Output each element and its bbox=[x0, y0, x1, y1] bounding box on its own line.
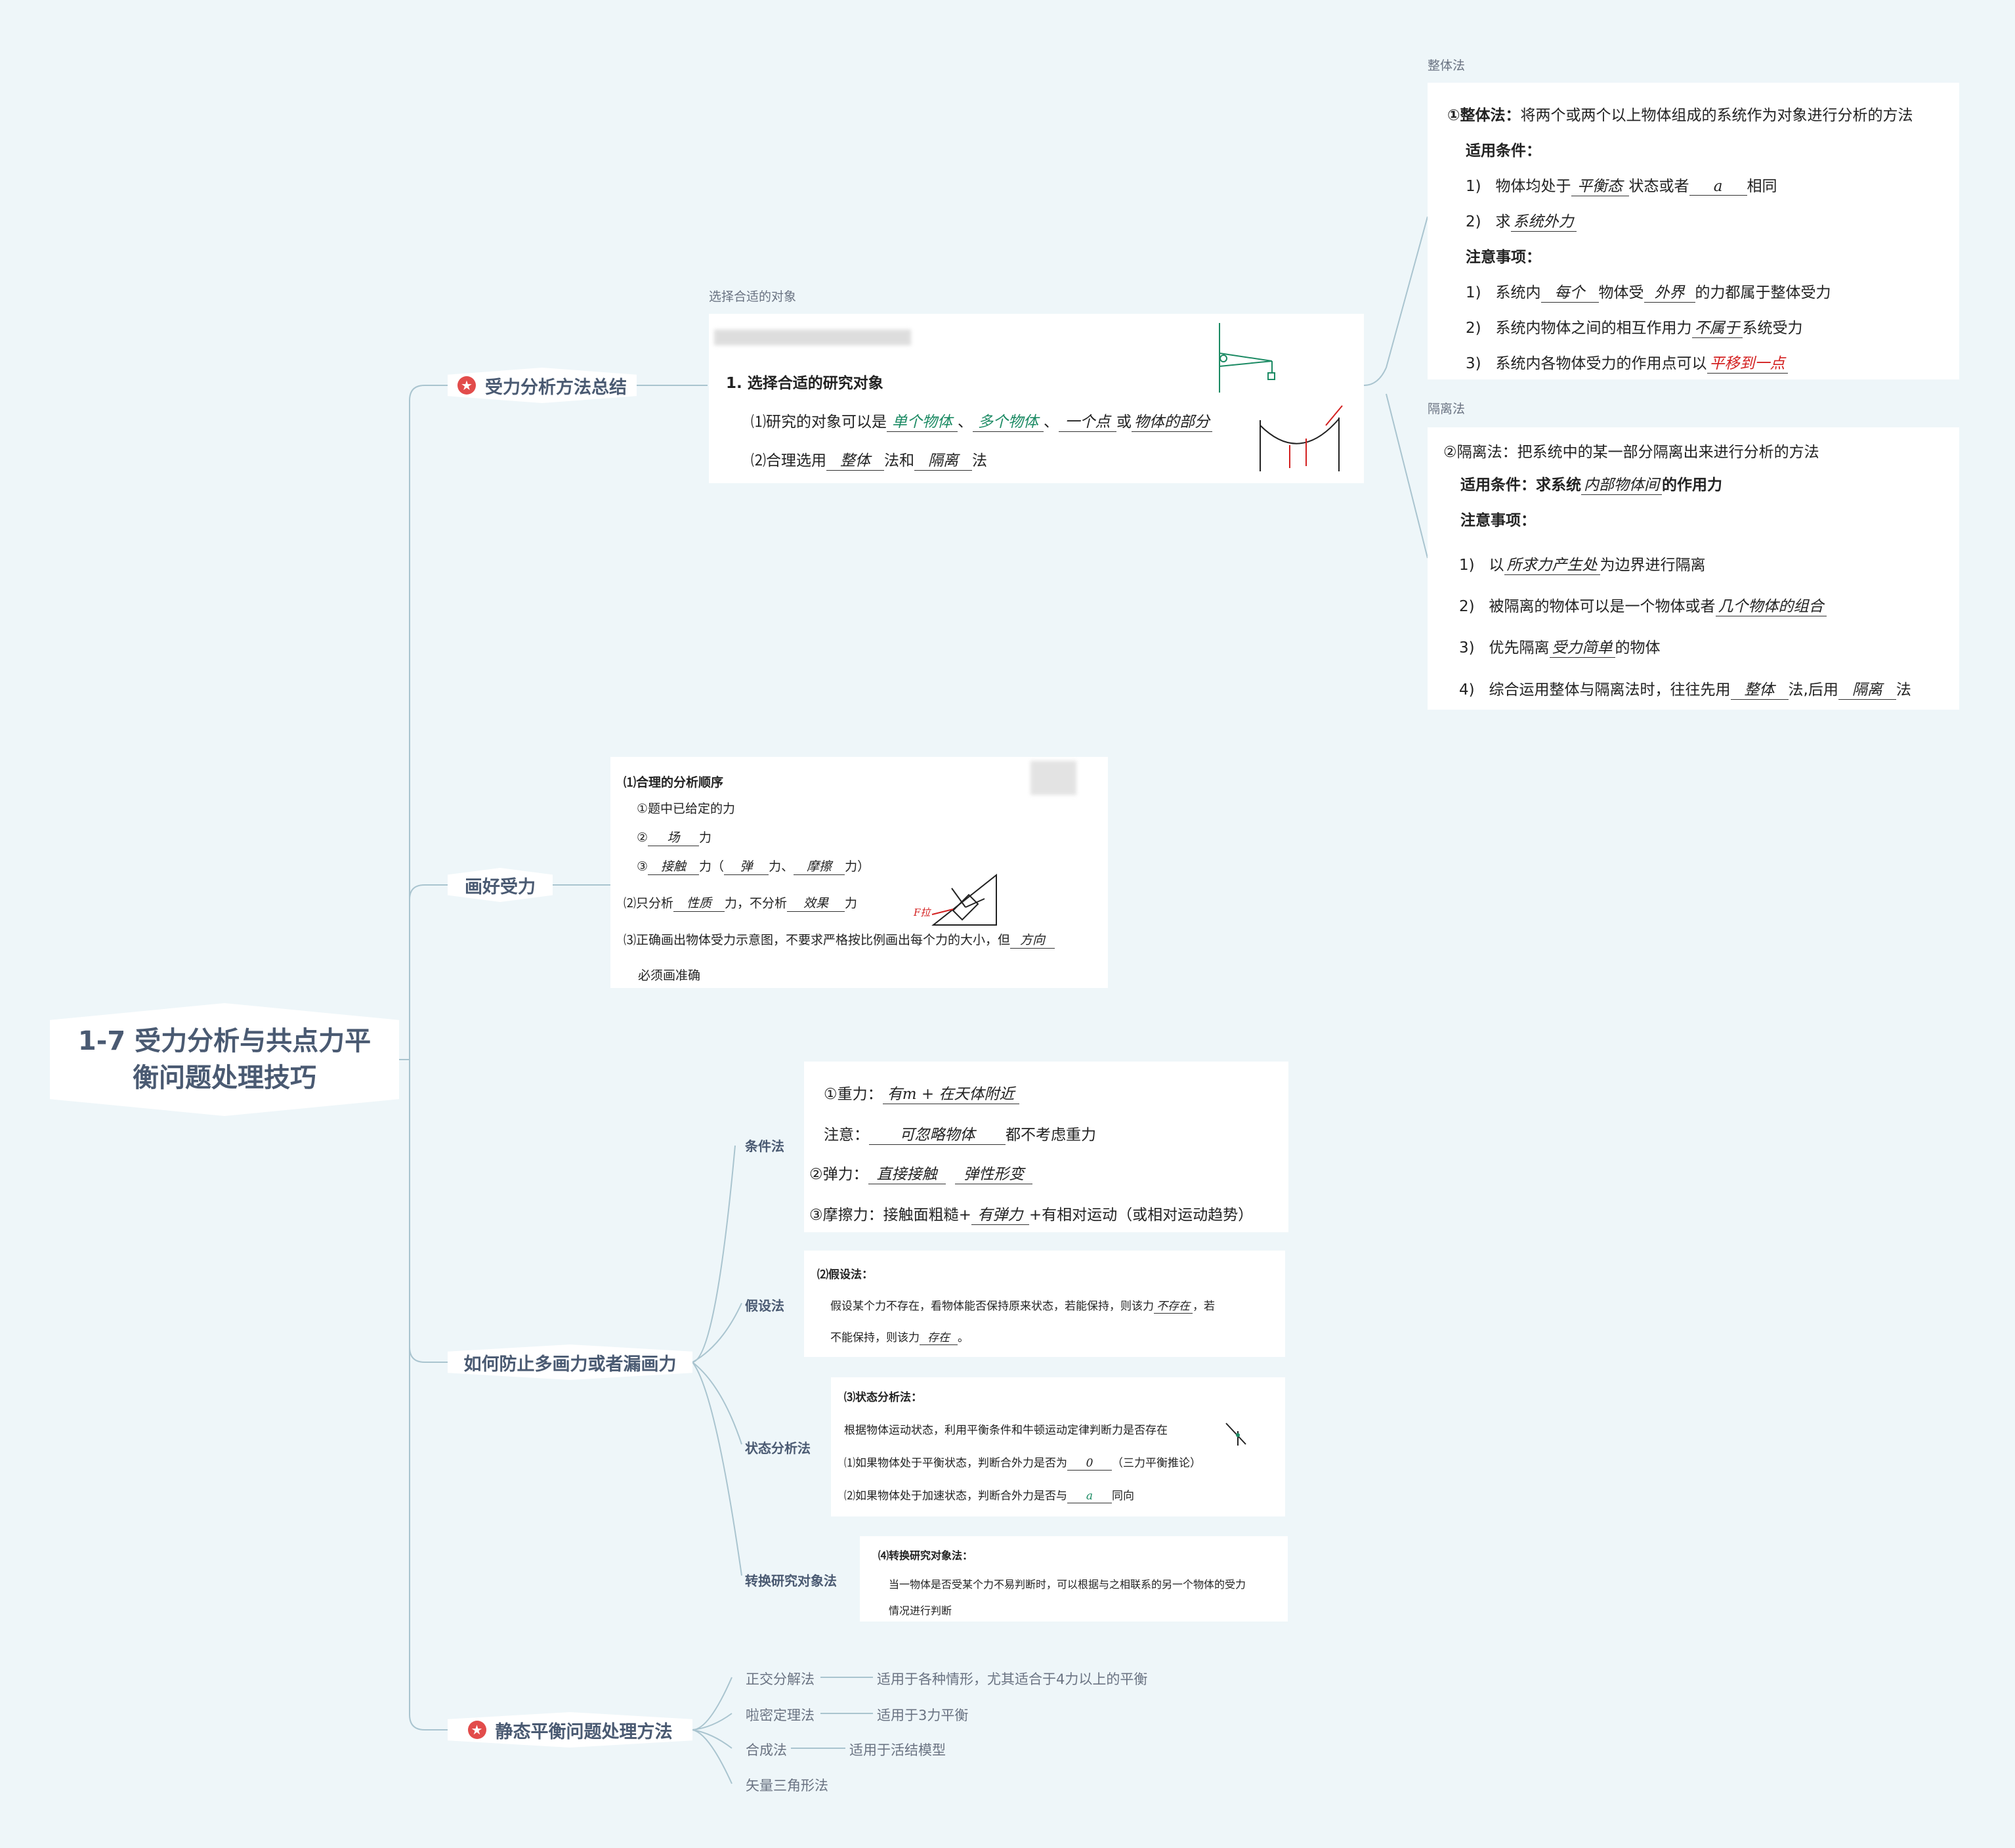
isolate-note-4: 4) 综合运用整体与隔离法时，往往先用整体法,后用隔离法 bbox=[1459, 677, 1911, 700]
cond-l2: 注意：可忽略物体都不考虑重力 bbox=[824, 1122, 1096, 1145]
root-title-line1: 1-7 受力分析与共点力平 bbox=[77, 1026, 371, 1056]
branch-label: 如何防止多画力或者漏画力 bbox=[463, 1354, 677, 1375]
whole-cond-label: 适用条件： bbox=[1466, 142, 1541, 160]
draw-l4: ⑵只分析性质力，不分析效果力 bbox=[624, 893, 857, 912]
select-heading: 1. 选择合适的研究对象 bbox=[726, 375, 883, 392]
whole-title: ①整体法：将两个或两个以上物体组成的系统作为对象进行分析的方法 bbox=[1447, 107, 1913, 124]
branch-static[interactable]: ★ 静态平衡问题处理方法 bbox=[448, 1712, 692, 1748]
blurred-watermark bbox=[714, 330, 911, 345]
card-switch-method: ⑷转换研究对象法： 当一物体是否受某个力不易判断时，可以根据与之相联系的另一个物… bbox=[860, 1536, 1288, 1622]
whole-note-2: 2) 系统内物体之间的相互作用力不属于系统受力 bbox=[1466, 315, 1803, 338]
sub-state-method[interactable]: 状态分析法 bbox=[745, 1440, 811, 1456]
draw-h1: ⑴合理的分析顺序 bbox=[624, 775, 724, 790]
sub-assume-method[interactable]: 假设法 bbox=[745, 1298, 784, 1314]
root-topic[interactable]: 1-7 受力分析与共点力平 衡问题处理技巧 bbox=[50, 1003, 399, 1116]
draw-l1: ①题中已给定的力 bbox=[637, 802, 736, 816]
sub-cond-method[interactable]: 条件法 bbox=[745, 1138, 784, 1154]
assume-heading: ⑵假设法： bbox=[817, 1268, 873, 1281]
state-heading: ⑶状态分析法： bbox=[844, 1391, 922, 1404]
static-method-1[interactable]: 啦密定理法 bbox=[746, 1708, 815, 1723]
sketch-label: F拉 bbox=[913, 907, 931, 918]
draw-l6: 必须画准确 bbox=[638, 968, 701, 983]
select-line2: ⑵合理选用整体法和隔离法 bbox=[751, 448, 987, 471]
static-method-3[interactable]: 矢量三角形法 bbox=[746, 1778, 828, 1794]
branch-draw-force[interactable]: 画好受力 bbox=[448, 868, 553, 902]
card-assume-method: ⑵假设法： 假设某个力不存在，看物体能否保持原来状态，若能保持，则该力不存在，若… bbox=[804, 1251, 1285, 1357]
state-l1: 根据物体运动状态，利用平衡条件和牛顿运动定律判断力是否存在 bbox=[844, 1424, 1168, 1437]
static-method-0[interactable]: 正交分解法 bbox=[746, 1671, 815, 1687]
whole-note-label: 注意事项： bbox=[1466, 249, 1541, 266]
cond-l4: ③摩擦力：接触面粗糙+有弹力+有相对运动（或相对运动趋势） bbox=[809, 1202, 1253, 1225]
caption-isolate: 隔离法 bbox=[1428, 402, 1466, 416]
cond-l1: ①重力：有m + 在天体附近 bbox=[824, 1081, 1019, 1104]
static-note-1: 适用于3力平衡 bbox=[877, 1708, 969, 1723]
assume-l2: 不能保持，则该力存在。 bbox=[830, 1328, 969, 1345]
star-icon: ★ bbox=[467, 1721, 486, 1739]
isolate-note-label: 注意事项： bbox=[1460, 512, 1536, 529]
caption-whole: 整体法 bbox=[1428, 58, 1466, 73]
card-whole-method: ①整体法：将两个或两个以上物体组成的系统作为对象进行分析的方法 适用条件： 1)… bbox=[1428, 83, 1959, 379]
isolate-note-2: 2) 被隔离的物体可以是一个物体或者几个物体的组合 bbox=[1459, 593, 1827, 616]
select-line1: ⑴研究的对象可以是单个物体、多个物体、一个点或物体的部分 bbox=[751, 409, 1212, 432]
isolate-note-3: 3) 优先隔离受力简单的物体 bbox=[1459, 635, 1661, 658]
star-icon: ★ bbox=[457, 376, 476, 395]
static-method-2[interactable]: 合成法 bbox=[746, 1742, 787, 1758]
branch-prevent[interactable]: 如何防止多画力或者漏画力 bbox=[448, 1344, 692, 1380]
isolate-note-1: 1) 以所求力产生处为边界进行隔离 bbox=[1459, 552, 1706, 575]
select-sketch bbox=[1219, 323, 1343, 471]
cond-l3: ②弹力：直接接触 弹性形变 bbox=[809, 1161, 1033, 1184]
card-select-object: 1. 选择合适的研究对象 ⑴研究的对象可以是单个物体、多个物体、一个点或物体的部… bbox=[709, 314, 1364, 483]
blurred-watermark bbox=[1030, 761, 1076, 795]
incline-sketch: F拉 bbox=[913, 873, 997, 926]
branch-label: 静态平衡问题处理方法 bbox=[495, 1721, 673, 1742]
isolate-title: ②隔离法：把系统中的某一部分隔离出来进行分析的方法 bbox=[1443, 444, 1819, 461]
sub-switch-method[interactable]: 转换研究对象法 bbox=[745, 1573, 837, 1589]
card-cond-method: ①重力：有m + 在天体附近 注意：可忽略物体都不考虑重力 ②弹力：直接接触 弹… bbox=[804, 1062, 1288, 1232]
isolate-cond: 适用条件：求系统内部物体间的作用力 bbox=[1460, 472, 1722, 495]
card-isolate-method: ②隔离法：把系统中的某一部分隔离出来进行分析的方法 适用条件：求系统内部物体间的… bbox=[1428, 427, 1959, 710]
switch-l2: 情况进行判断 bbox=[889, 1604, 952, 1617]
assume-l1: 假设某个力不存在，看物体能否保持原来状态，若能保持，则该力不存在，若 bbox=[830, 1297, 1215, 1314]
draw-l5: ⑶正确画出物体受力示意图，不要求严格按比例画出每个力的大小，但方向 bbox=[624, 930, 1055, 949]
static-note-0: 适用于各种情形，尤其适合于4力以上的平衡 bbox=[877, 1671, 1148, 1687]
static-note-2: 适用于活结模型 bbox=[849, 1742, 946, 1758]
whole-cond-2: 2) 求系统外力 bbox=[1466, 209, 1577, 232]
whole-note-1: 1) 系统内每个物体受外界的力都属于整体受力 bbox=[1466, 280, 1831, 303]
branch-label: 画好受力 bbox=[465, 876, 536, 897]
switch-heading: ⑷转换研究对象法： bbox=[878, 1549, 973, 1562]
branch-label: 受力分析方法总结 bbox=[485, 377, 627, 398]
root-title-line2: 衡问题处理技巧 bbox=[132, 1063, 316, 1093]
card-state-method: ⑶状态分析法： 根据物体运动状态，利用平衡条件和牛顿运动定律判断力是否存在 ⑴如… bbox=[831, 1377, 1285, 1516]
caption-select: 选择合适的对象 bbox=[709, 290, 797, 304]
whole-note-3: 3) 系统内各物体受力的作用点可以平移到一点 bbox=[1466, 351, 1788, 374]
branch-methods-summary[interactable]: ★ 受力分析方法总结 bbox=[448, 368, 637, 403]
state-sketch bbox=[1225, 1423, 1246, 1446]
switch-l1: 当一物体是否受某个力不易判断时，可以根据与之相联系的另一个物体的受力 bbox=[889, 1578, 1246, 1591]
